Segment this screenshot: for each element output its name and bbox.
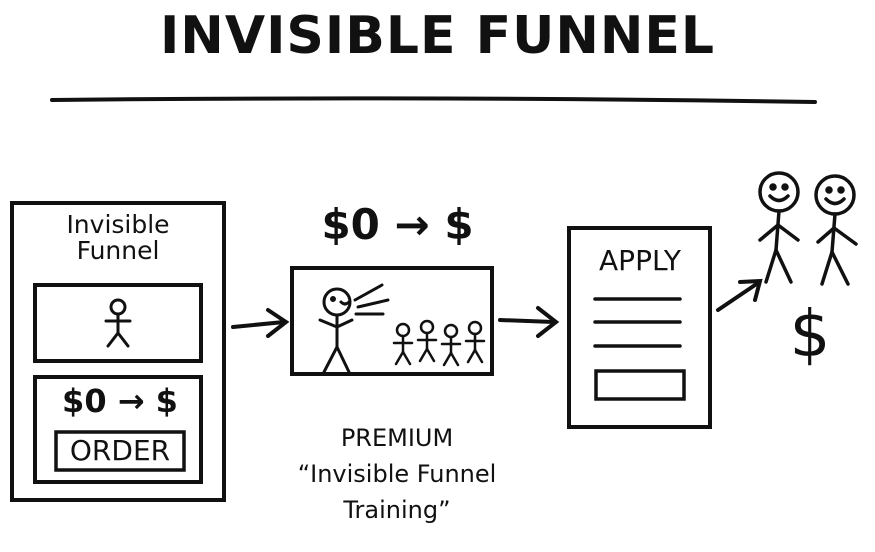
premium-caption-line1: PREMIUM xyxy=(340,424,454,452)
teacher-figure-icon xyxy=(318,287,354,374)
money-sign: $ xyxy=(789,298,831,372)
funnel-heading-line1: Invisible xyxy=(66,210,170,239)
form-lines xyxy=(593,297,682,348)
happy-customers-icon xyxy=(758,171,858,286)
order-button[interactable]: ORDER xyxy=(69,434,171,467)
arrow-icon xyxy=(231,308,290,338)
funnel-box-heading: Invisible Funnel xyxy=(64,212,172,264)
premium-caption: PREMIUM “Invisible Funnel Training” xyxy=(292,420,502,528)
speech-lines-icon xyxy=(353,283,390,316)
premium-caption-line2: “Invisible Funnel xyxy=(297,460,497,488)
premium-training-board xyxy=(290,266,494,376)
premium-caption-line3: Training” xyxy=(343,496,451,524)
order-panel xyxy=(33,375,203,484)
stick-figure-panel xyxy=(33,283,203,363)
arrow-icon xyxy=(716,278,763,312)
apply-label: APPLY xyxy=(599,244,681,277)
submit-field xyxy=(594,369,686,401)
apply-form xyxy=(567,226,712,429)
title-underline xyxy=(50,96,817,104)
premium-price-flow: $0 → $ xyxy=(321,200,474,249)
stick-figure-icon xyxy=(104,298,132,348)
box-price-flow: $0 → $ xyxy=(62,382,178,420)
funnel-heading-line2: Funnel xyxy=(76,236,160,265)
arrow-icon xyxy=(498,306,560,338)
order-button-frame xyxy=(54,430,186,472)
audience-icon xyxy=(392,319,486,367)
invisible-funnel-box xyxy=(10,201,226,502)
diagram-title: INVISIBLE FUNNEL xyxy=(159,6,716,66)
